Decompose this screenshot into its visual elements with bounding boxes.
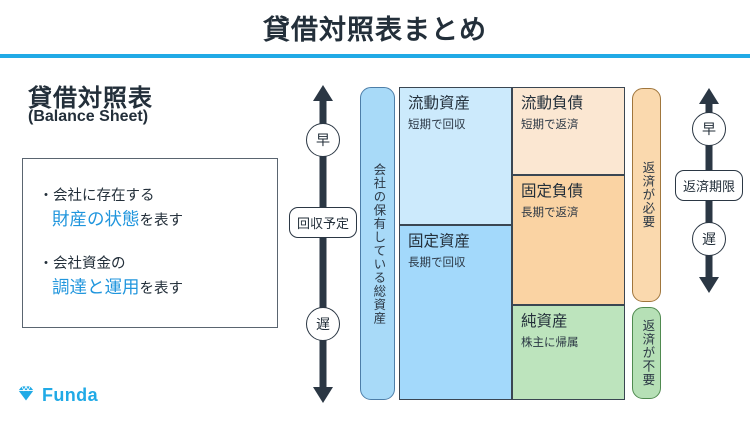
balance-sheet-table: 流動資産 短期で回収 固定資産 長期で回収 流動負債 短期で返済 固定負債 長期… (399, 87, 625, 400)
table-cell-net-assets[interactable]: 純資産 株主に帰属 (512, 305, 625, 400)
repayment-not-required-bar: 返済が不要 (632, 307, 661, 399)
repayment-deadline-arrow: 早 返済期限 遅 (674, 88, 744, 293)
balance-sheet-heading: 貸借対照表 (28, 85, 153, 112)
total-assets-bar-label: 会社の保有している総資産 (371, 162, 386, 325)
cell-subtitle: 短期で返済 (521, 118, 579, 131)
brand-logo-text: Funda (42, 385, 98, 405)
arrow-middle-label: 回収予定 (288, 207, 358, 238)
table-cell-fixed-assets[interactable]: 固定資産 長期で回収 (399, 225, 512, 400)
total-assets-bar: 会社の保有している総資産 (360, 87, 395, 400)
arrow-middle-label: 返済期限 (674, 170, 744, 201)
table-cell-current-liabilities[interactable]: 流動負債 短期で返済 (512, 87, 625, 175)
table-cell-fixed-liabilities[interactable]: 固定負債 長期で返済 (512, 175, 625, 305)
bullet-highlight-text: 調達と運用 (52, 277, 140, 298)
diamond-icon (16, 383, 36, 408)
bullet-lead-text: 会社に存在する (53, 188, 155, 204)
balance-sheet-subheading: (Balance Sheet) (28, 108, 149, 125)
arrow-bottom-label: 遅 (692, 222, 726, 256)
description-box: ・会社に存在する 財産の状態を表す ・会社資金の 調達と運用を表す (22, 158, 278, 328)
arrow-up-head-icon (313, 85, 333, 101)
bullet-marker: ・ (39, 255, 53, 271)
cell-title: 流動負債 (521, 95, 584, 112)
arrow-down-head-icon (699, 277, 719, 293)
bullet-tail-text: を表す (139, 281, 184, 298)
list-item: ・会社資金の 調達と運用を表す (39, 253, 183, 300)
collection-timing-arrow: 早 回収予定 遅 (288, 85, 358, 403)
cell-subtitle: 短期で回収 (408, 118, 466, 131)
arrow-shaft (319, 99, 327, 389)
brand-logo: Funda (16, 383, 98, 408)
list-item: ・会社に存在する 財産の状態を表す (39, 185, 183, 232)
table-cell-current-assets[interactable]: 流動資産 短期で回収 (399, 87, 512, 225)
cell-subtitle: 長期で回収 (408, 256, 466, 269)
bullet-marker: ・ (39, 187, 53, 203)
cell-title: 固定負債 (521, 183, 584, 200)
header-divider (0, 54, 750, 58)
bullet-highlight-text: 財産の状態 (52, 209, 140, 230)
repayment-not-required-bar-label: 返済が不要 (640, 319, 655, 387)
cell-title: 流動資産 (408, 95, 471, 112)
arrow-up-head-icon (699, 88, 719, 104)
bullet-tail-text: を表す (139, 213, 184, 230)
cell-subtitle: 株主に帰属 (521, 336, 579, 349)
cell-subtitle: 長期で返済 (521, 206, 579, 219)
bullet-lead-line: ・会社資金の (39, 253, 183, 275)
page-title: 貸借対照表まとめ (263, 15, 487, 45)
bullet-lead-text: 会社資金の (53, 256, 126, 272)
cell-title: 固定資産 (408, 233, 471, 250)
repayment-required-bar-label: 返済が必要 (640, 161, 655, 229)
arrow-top-label: 早 (306, 123, 340, 157)
arrow-down-head-icon (313, 387, 333, 403)
repayment-required-bar: 返済が必要 (632, 88, 661, 302)
arrow-top-label: 早 (692, 112, 726, 146)
cell-title: 純資産 (521, 313, 568, 330)
bullet-lead-line: ・会社に存在する (39, 185, 183, 207)
arrow-bottom-label: 遅 (306, 307, 340, 341)
